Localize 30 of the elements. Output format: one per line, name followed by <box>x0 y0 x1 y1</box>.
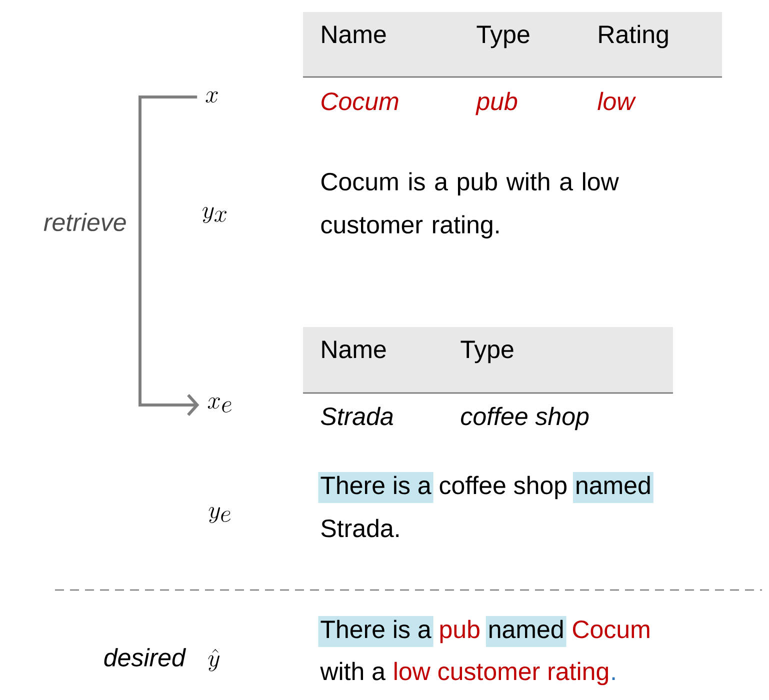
side-label: desired <box>104 648 186 666</box>
phrase: Cocum <box>572 620 650 638</box>
column-header: Rating <box>599 24 668 48</box>
math-symbol: $y_e$ <box>208 506 230 523</box>
column-header: Name <box>322 26 386 44</box>
highlighted-phrase: There is a <box>318 616 434 647</box>
column-header: Type <box>476 26 530 48</box>
table-cell: low <box>598 92 636 110</box>
phrase: Strada. <box>321 518 398 538</box>
highlighted-phrase: There is a <box>318 472 434 503</box>
phrase: pub <box>440 620 480 644</box>
math-symbol: $\hat{y}$ <box>208 648 220 672</box>
highlighted-phrase: named <box>572 472 654 503</box>
column-header: Type <box>460 340 514 364</box>
table-cell: coffee shop <box>461 406 589 430</box>
edge-label: retrieve <box>44 212 126 232</box>
phrase: . <box>612 677 615 680</box>
table-cell: Strada <box>320 406 393 426</box>
phrase: low customer rating <box>394 662 608 686</box>
highlighted-phrase: named <box>486 616 566 647</box>
sentence: Cocum is a pub with a low customer rating. <box>321 172 619 238</box>
math-symbol: $x_e$ <box>208 398 232 412</box>
arrow <box>138 96 200 416</box>
math-symbol: $x$ <box>206 91 218 103</box>
phrase: coffee shop <box>440 476 566 500</box>
table-cell: pub <box>476 92 518 116</box>
phrase: with a <box>320 662 386 680</box>
column-header: Name <box>322 340 386 358</box>
table-cell: Cocum <box>322 92 398 110</box>
math-symbol: $y_x$ <box>202 206 227 224</box>
